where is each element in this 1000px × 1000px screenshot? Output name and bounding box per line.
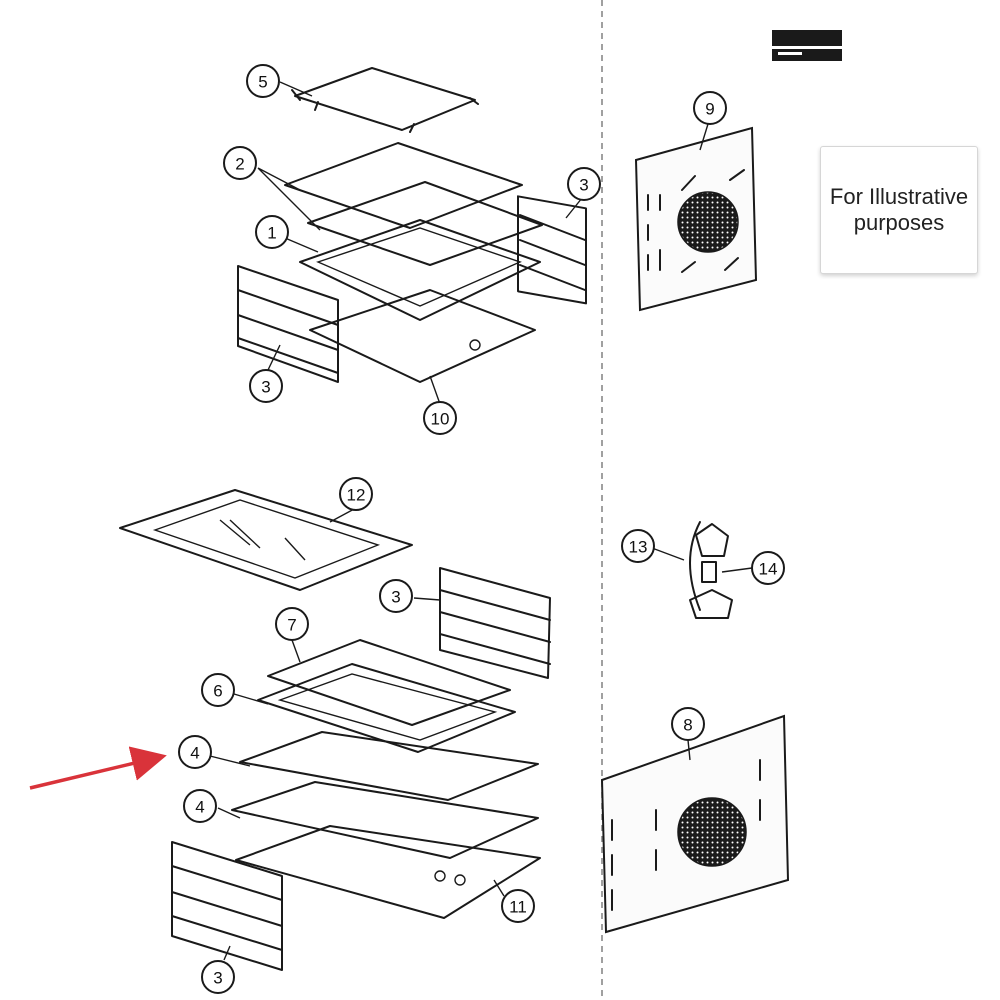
callout-circle	[201, 960, 235, 994]
part-2-oven-racks	[284, 142, 543, 266]
callout-circle	[249, 369, 283, 403]
callout-c2: 2	[223, 146, 257, 180]
callout-c6: 6	[201, 673, 235, 707]
illustrative-note: For Illustrative purposes	[820, 146, 978, 274]
part-13-light-assembly	[689, 521, 733, 619]
callout-number: 13	[629, 538, 648, 557]
callout-c3d: 3	[201, 960, 235, 994]
part-5-roast-rack	[291, 67, 479, 133]
callout-number: 3	[213, 969, 222, 988]
part-4-oven-rack-upper	[239, 731, 539, 801]
part-3-side-support-lower-right	[439, 567, 551, 679]
callout-number: 10	[431, 410, 450, 429]
callout-number: 8	[683, 716, 692, 735]
part-4-oven-rack-lower	[231, 781, 539, 859]
part-3-side-support-upper-left	[237, 265, 339, 383]
callout-number: 5	[258, 73, 267, 92]
callout-number: 14	[759, 560, 778, 579]
callout-c9: 9	[693, 91, 727, 125]
callout-circle	[693, 91, 727, 125]
callout-c4a: 4	[178, 735, 212, 769]
callout-circle	[567, 167, 601, 201]
callout-c12: 12	[339, 477, 373, 511]
callout-c14: 14	[751, 551, 785, 585]
callout-circle	[339, 477, 373, 511]
part-7-broiler-grid	[267, 639, 511, 726]
part-3-side-support-upper-right	[517, 195, 587, 305]
callout-number: 3	[391, 588, 400, 607]
callout-c5: 5	[246, 64, 280, 98]
leader-lines	[209, 81, 753, 961]
callout-circle	[201, 673, 235, 707]
callout-number: 7	[287, 616, 296, 635]
part-12-glass-tray	[119, 489, 413, 591]
callout-number: 3	[261, 378, 270, 397]
callout-c10: 10	[423, 401, 457, 435]
part-1-oven-bottom	[299, 219, 541, 321]
callout-circle	[255, 215, 289, 249]
callout-number: 2	[235, 155, 244, 174]
callout-circle	[379, 579, 413, 613]
callout-circle	[501, 889, 535, 923]
part-3-side-support-lower-left	[171, 841, 283, 971]
pointer-arrow	[29, 746, 167, 790]
part-10-bottom-panel	[309, 289, 536, 383]
callout-c11: 11	[501, 889, 535, 923]
callout-circle	[223, 146, 257, 180]
callout-number: 4	[190, 744, 199, 763]
callout-c3b: 3	[249, 369, 283, 403]
callout-number: 9	[705, 100, 714, 119]
callout-circle	[246, 64, 280, 98]
part-9-upper-back-panel	[634, 126, 758, 312]
callout-circle	[275, 607, 309, 641]
callout-number: 3	[579, 176, 588, 195]
callout-number: 6	[213, 682, 222, 701]
callout-c7: 7	[275, 607, 309, 641]
callout-c3a: 3	[567, 167, 601, 201]
callout-c1: 1	[255, 215, 289, 249]
callout-c4b: 4	[183, 789, 217, 823]
part-8-lower-back-panel	[600, 714, 790, 934]
illustrative-note-text: For Illustrative purposes	[829, 184, 969, 235]
callout-number: 4	[195, 798, 204, 817]
callout-circle	[751, 551, 785, 585]
callout-circle	[671, 707, 705, 741]
callout-c8: 8	[671, 707, 705, 741]
callout-c3c: 3	[379, 579, 413, 613]
brand-logo	[772, 30, 842, 61]
callout-circle	[183, 789, 217, 823]
callout-circle	[621, 529, 655, 563]
part-11-lower-oven-bottom	[235, 825, 541, 919]
part-6-broiler-pan	[257, 663, 516, 753]
callout-circle	[178, 735, 212, 769]
callout-c13: 13	[621, 529, 655, 563]
callout-circle	[423, 401, 457, 435]
callout-number: 12	[347, 486, 366, 505]
callout-number: 11	[509, 898, 527, 917]
callout-number: 1	[267, 224, 276, 243]
